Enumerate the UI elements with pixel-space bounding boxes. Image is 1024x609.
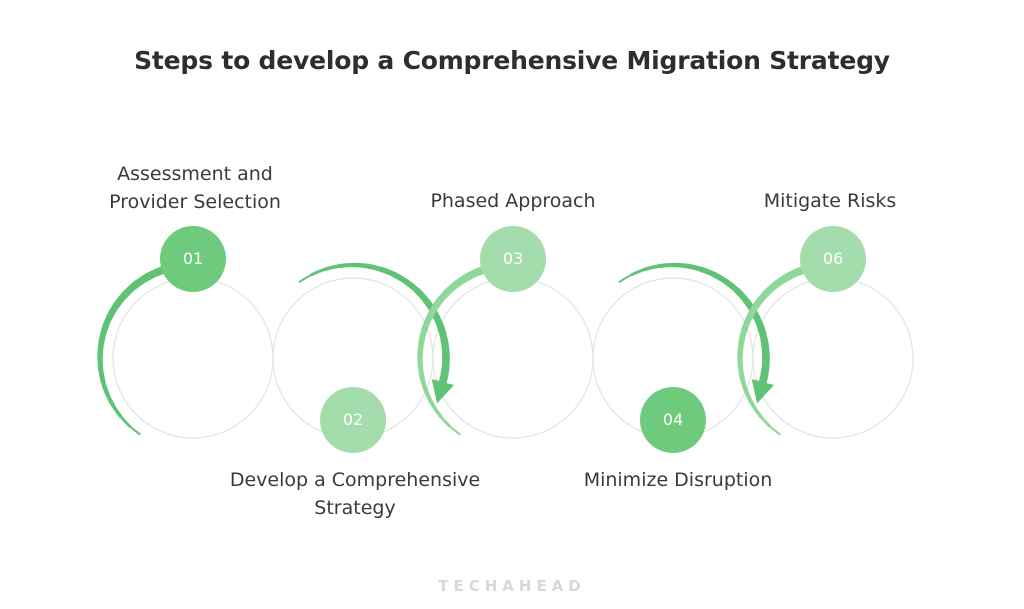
step-label-01: Assessment and Provider Selection: [109, 163, 281, 213]
step-badge-04[interactable]: [640, 387, 706, 453]
ring-outlines-layer: [112, 277, 914, 439]
arc-4-arrowhead: [751, 379, 774, 404]
step-badge-01[interactable]: [160, 226, 226, 292]
page-title: Steps to develop a Comprehensive Migrati…: [134, 46, 890, 75]
step-badge-03[interactable]: [480, 226, 546, 292]
arc-4: [618, 262, 774, 404]
step-ring-outline-03: [432, 277, 594, 439]
step-ring-outline-06: [752, 277, 914, 439]
arc-2: [298, 262, 454, 404]
step-ring-outline-01: [112, 277, 274, 439]
step-badge-02[interactable]: [320, 387, 386, 453]
step-label-03: Phased Approach: [430, 190, 596, 212]
arc-2-arrowhead: [431, 379, 454, 404]
brand-watermark: TECHAHEAD: [438, 577, 586, 595]
step-badge-06[interactable]: [800, 226, 866, 292]
arc-2-segment: [438, 364, 450, 387]
step-label-02: Develop a Comprehensive Strategy: [229, 469, 481, 519]
step-label-04: Minimize Disruption: [583, 469, 773, 491]
step-badges-layer: [160, 226, 866, 453]
arc-4-segment: [758, 364, 770, 387]
step-label-06: Mitigate Risks: [763, 190, 897, 212]
